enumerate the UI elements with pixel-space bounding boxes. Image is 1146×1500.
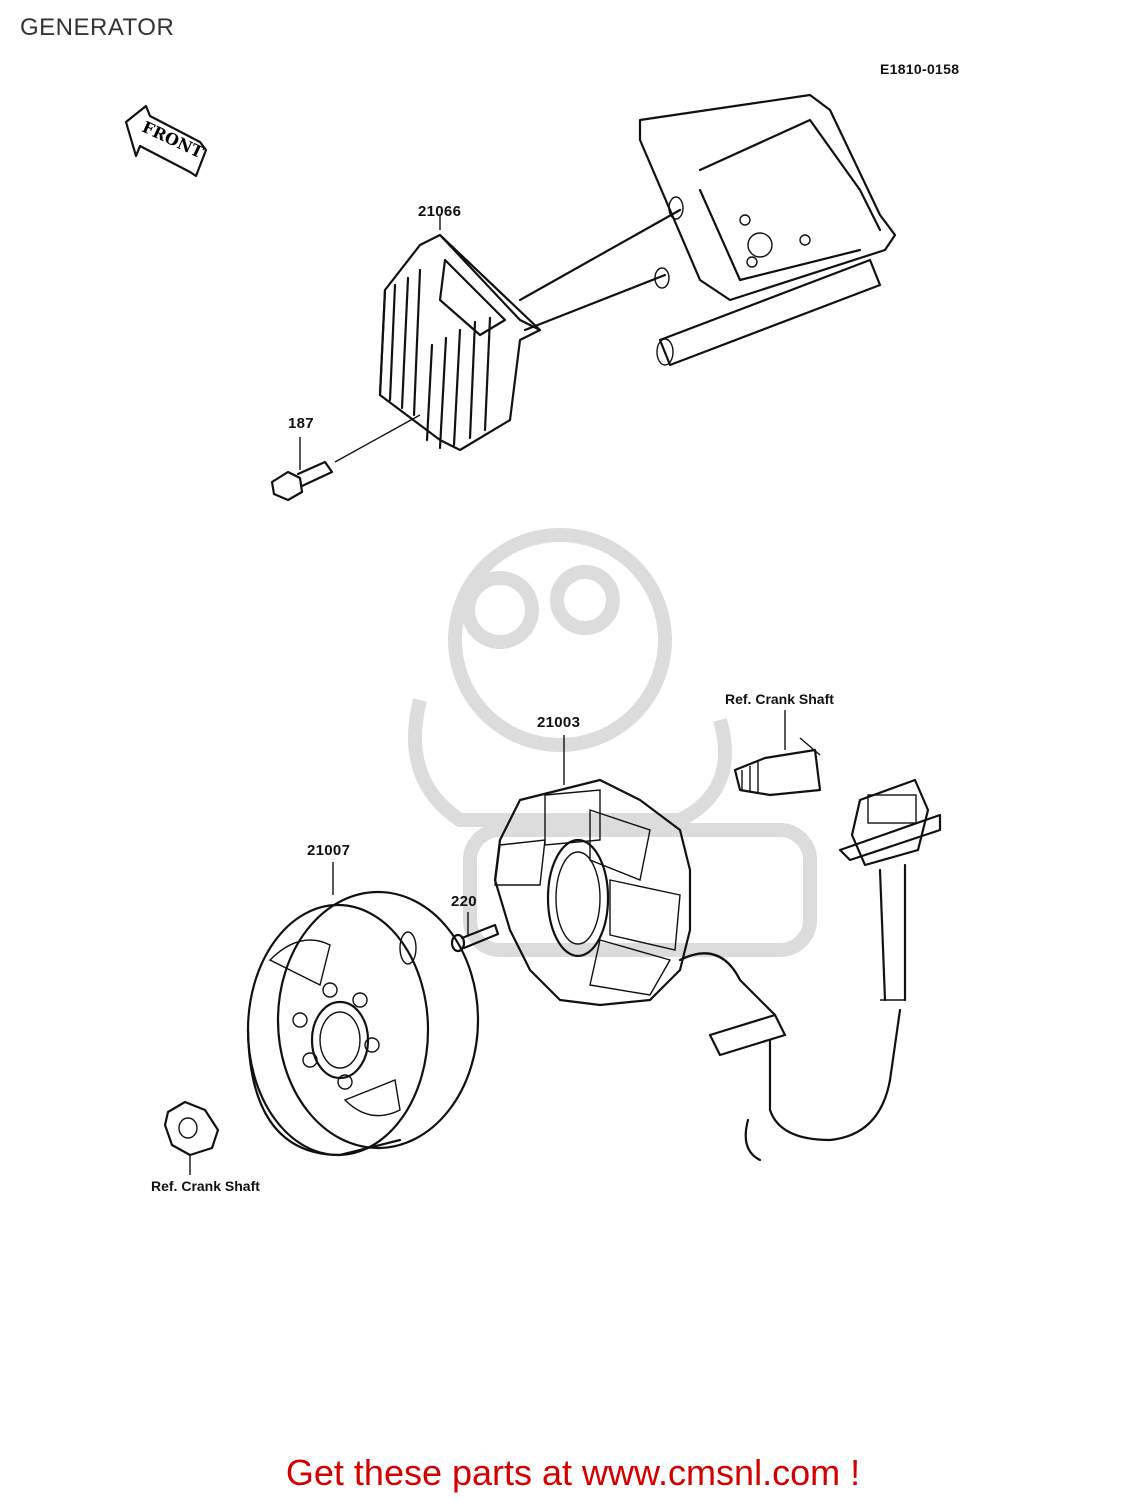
callout-21066: 21066 [418, 203, 462, 220]
nut-drawing [163, 1100, 220, 1175]
frame-drawing [518, 93, 897, 367]
watermark-logo [408, 528, 817, 957]
crank-shaft-note-bottom: Ref. Crank Shaft [151, 1178, 260, 1194]
screw-drawing [450, 912, 500, 953]
crank-shaft-note-top: Ref. Crank Shaft [725, 691, 834, 707]
callout-220: 220 [451, 893, 477, 910]
callout-21007: 21007 [307, 842, 351, 859]
diagram-code: E1810-0158 [880, 61, 960, 77]
front-arrow-label: FRONT [139, 117, 206, 162]
stator-drawing [493, 735, 902, 1162]
bolt-drawing [270, 437, 334, 502]
callout-21003: 21003 [537, 714, 581, 731]
promo-link[interactable]: Get these parts at www.cmsnl.com ! [285, 1452, 861, 1493]
page-title: GENERATOR [20, 14, 175, 41]
coupler-drawing [838, 778, 942, 1002]
front-arrow-icon: FRONT [124, 104, 208, 178]
callout-187: 187 [288, 415, 314, 432]
flywheel-drawing [246, 862, 480, 1157]
crank-shaft-tip-drawing [733, 710, 822, 797]
regulator-drawing [334, 215, 542, 463]
